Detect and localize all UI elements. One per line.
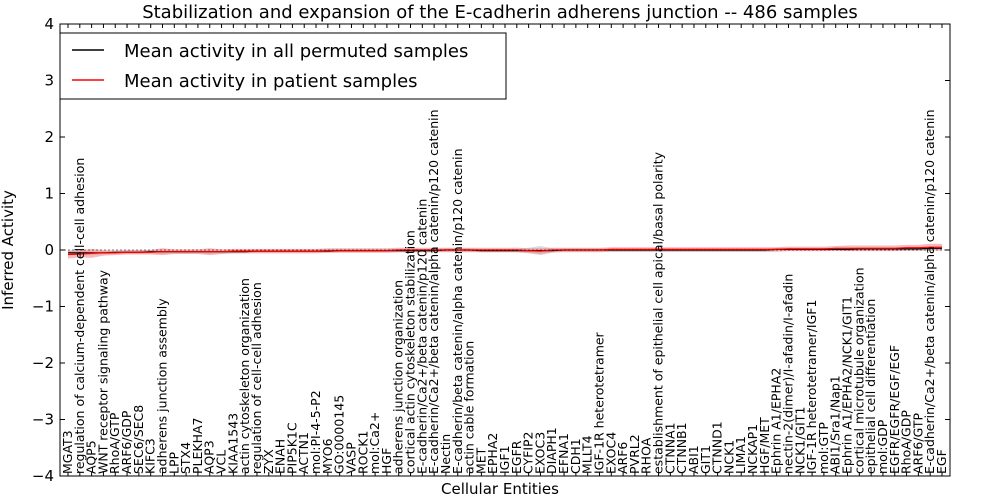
y-tick-label: 2 bbox=[44, 128, 54, 146]
entity-label: ENAH bbox=[273, 439, 288, 474]
entity-label: epithelial cell differentiation bbox=[863, 299, 878, 474]
entity-label: E-cadherin/Ca2+/beta catenin/alpha caten… bbox=[922, 109, 937, 474]
entity-label: MYO6 bbox=[320, 438, 335, 474]
legend-box bbox=[59, 32, 507, 100]
entity-label: IGF1 bbox=[497, 445, 512, 474]
entity-label: mol:GTP bbox=[816, 422, 831, 474]
y-axis-ticks: −4 −3 −2 −1 0 1 2 3 4 bbox=[32, 15, 950, 485]
legend-label-permuted: Mean activity in all permuted samples bbox=[124, 41, 468, 62]
y-tick-label: 4 bbox=[44, 15, 54, 33]
entity-label: EGFR/EGFR/EGF/EGF bbox=[887, 345, 902, 474]
entity-label: VCL bbox=[214, 450, 229, 474]
entity-label: KIFC3 bbox=[143, 438, 158, 474]
entity-label: cortical actin cytoskeleton stabilizatio… bbox=[403, 230, 418, 474]
entity-label: NCK1 bbox=[721, 440, 736, 474]
entity-label: EPHA2 bbox=[485, 433, 500, 474]
y-tick-label: −4 bbox=[32, 467, 54, 485]
entity-label: actin cable formation bbox=[462, 341, 477, 474]
entity-label: PIP5K1C bbox=[284, 422, 299, 474]
entity-label: MET bbox=[473, 447, 488, 474]
entity-label: ZYX bbox=[261, 449, 276, 474]
entity-label: ARF6 bbox=[615, 442, 630, 474]
entity-label: Ephrin A1/EPHA2/NCK1/GIT1 bbox=[840, 296, 855, 474]
entity-label: adherens junction organization bbox=[391, 280, 406, 474]
entity-label: mol:PI-4-5-P2 bbox=[308, 390, 323, 474]
entity-label: E-cadherin/Ca2+/beta catenin/p120 cateni… bbox=[414, 199, 429, 474]
entity-label: HGF/MET bbox=[757, 417, 772, 474]
entity-label: ABI1/Sra1/Nap1 bbox=[828, 375, 843, 474]
entity-label: GO:0000145 bbox=[332, 395, 347, 474]
entity-label: MGAT3 bbox=[60, 430, 75, 474]
entity-label: ACTN1 bbox=[296, 432, 311, 474]
entity-label: regulation of cell-cell adhesion bbox=[249, 282, 264, 474]
entity-label: ARF6/GTP bbox=[910, 413, 925, 474]
entity-label: NCK1/GIT1 bbox=[792, 407, 807, 474]
entity-label: Ephrin A1/EPHA2 bbox=[769, 368, 784, 474]
entity-label: RhoA/GDP bbox=[899, 410, 914, 474]
y-tick-label: 1 bbox=[44, 185, 54, 203]
entity-label: STX4 bbox=[178, 442, 193, 474]
entity-label: adherens junction assembly bbox=[154, 298, 169, 474]
entity-label: PVRL2 bbox=[627, 434, 642, 474]
entity-label: mol:GDP bbox=[875, 419, 890, 474]
entity-label: ABI1 bbox=[686, 445, 701, 474]
entity-label: IGF-1R heterotetramer bbox=[591, 331, 606, 474]
entity-label: establishment of epithelial cell apical/… bbox=[651, 151, 666, 474]
entity-label: SEC6/SEC8 bbox=[131, 405, 146, 474]
entity-label: WNT receptor signaling pathway bbox=[95, 269, 110, 474]
entity-label: E-cadherin/beta catenin/alpha catenin/p1… bbox=[450, 148, 465, 474]
entity-label: IGF-1R heterotetramer/IGF1 bbox=[804, 300, 819, 474]
y-axis-label: Inferred Activity bbox=[0, 190, 17, 310]
entity-label: PLEKHA7 bbox=[190, 417, 205, 474]
entity-label: EGF bbox=[934, 449, 949, 474]
entity-label: HGF bbox=[379, 448, 394, 474]
entity-label: LPP bbox=[166, 451, 181, 474]
entity-label: MLLT4 bbox=[580, 435, 595, 474]
entity-label: CYFIP2 bbox=[521, 431, 536, 474]
chart-title: Stabilization and expansion of the E-cad… bbox=[142, 2, 858, 23]
legend: Mean activity in all permuted samples Me… bbox=[59, 32, 507, 100]
x-axis-ticks bbox=[67, 24, 943, 476]
x-axis-label: Cellular Entities bbox=[441, 480, 559, 498]
entity-label: VASP bbox=[343, 442, 358, 474]
entity-label: GIT1 bbox=[698, 445, 713, 474]
entity-label: KIAA1543 bbox=[225, 413, 240, 474]
y-tick-label: −2 bbox=[32, 354, 54, 372]
entity-label: RHOA bbox=[639, 437, 654, 474]
entity-label: DIAPH1 bbox=[544, 427, 559, 474]
entity-label: AQP3 bbox=[202, 440, 217, 474]
entity-label: LIMA1 bbox=[733, 436, 748, 474]
y-tick-label: −1 bbox=[32, 298, 54, 316]
entity-label: nectin-2(dimer)/I-afadin/I-afadin bbox=[780, 274, 795, 474]
entity-label: CDH1 bbox=[568, 438, 583, 474]
entity-label: E-cadherin/Ca2+/beta catenin/alpha caten… bbox=[426, 109, 441, 474]
entity-label: CTNNB1 bbox=[674, 422, 689, 474]
entity-label: Nectin bbox=[438, 434, 453, 474]
entity-label: ROCK1 bbox=[355, 431, 370, 474]
entity-label: AQP5 bbox=[84, 440, 99, 474]
entity-label: EXOC4 bbox=[603, 432, 618, 474]
legend-label-patient: Mean activity in patient samples bbox=[124, 71, 418, 92]
entity-label: cortical microtubule organization bbox=[851, 267, 866, 474]
y-tick-label: −3 bbox=[32, 411, 54, 429]
entity-label: EXOC3 bbox=[532, 432, 547, 474]
entity-label: RhoA/GTP bbox=[107, 412, 122, 474]
entity-label: actin cytoskeleton organization bbox=[237, 278, 252, 474]
entity-label: regulation of calcium-dependent cell-cel… bbox=[72, 158, 87, 474]
entity-label: EFNA1 bbox=[556, 433, 571, 474]
entity-label: ARF6/GDP bbox=[119, 410, 134, 474]
entity-label: CTNND1 bbox=[710, 421, 725, 474]
series-lines bbox=[60, 246, 950, 256]
entity-label: CTNNA1 bbox=[662, 422, 677, 474]
y-tick-label: 0 bbox=[44, 241, 54, 259]
entity-label: NCKAP1 bbox=[745, 424, 760, 474]
y-tick-label: 3 bbox=[44, 72, 54, 90]
entity-label: EGFR bbox=[509, 440, 524, 474]
entity-label: mol:Ca2+ bbox=[367, 412, 382, 474]
